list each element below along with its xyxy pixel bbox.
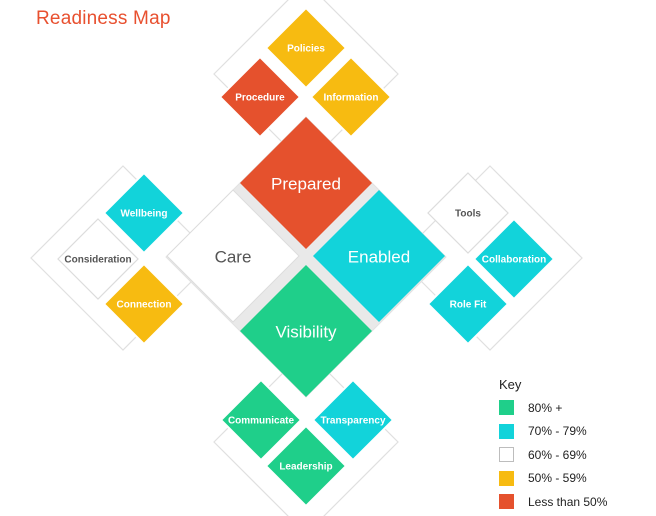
tile-policies-label: Policies <box>287 44 325 55</box>
legend-swatch-white <box>499 447 514 463</box>
page-title: Readiness Map <box>36 8 171 29</box>
tile-consideration <box>57 218 139 300</box>
tile-procedure-label: Procedure <box>235 93 285 104</box>
tile-connection <box>102 262 186 346</box>
center-tile-visibility-label: Visibility <box>275 323 337 342</box>
legend-swatch-red <box>499 494 514 510</box>
tile-wellbeing <box>102 171 186 255</box>
legend-label: 70% - 79% <box>528 424 587 439</box>
tile-leadership-label: Leadership <box>279 462 332 473</box>
tile-information-label: Information <box>324 93 379 104</box>
tile-policies <box>264 6 348 90</box>
center-tile-prepared-label: Prepared <box>271 175 341 194</box>
legend-swatch-green <box>499 400 514 416</box>
tile-collaboration <box>472 217 556 301</box>
legend-item: 80% + <box>499 396 607 420</box>
tile-tools <box>427 172 509 254</box>
tile-wellbeing-label: Wellbeing <box>120 209 167 220</box>
center-tile-prepared <box>240 117 372 249</box>
tile-communicate-label: Communicate <box>228 416 295 427</box>
tile-communicate <box>219 378 303 462</box>
tile-role-fit <box>426 262 510 346</box>
center-tile-care-label: Care <box>215 248 252 267</box>
tile-collaboration-label: Collaboration <box>482 255 546 266</box>
tile-transparency-label: Transparency <box>320 416 385 427</box>
legend-item: 60% - 69% <box>499 443 607 467</box>
center-tile-enabled-label: Enabled <box>348 248 410 267</box>
center-tile-enabled <box>313 190 445 322</box>
tile-role-fit-label: Role Fit <box>450 300 487 311</box>
legend-item: 70% - 79% <box>499 420 607 444</box>
tile-leadership <box>264 424 348 508</box>
center-tile-visibility <box>240 265 372 397</box>
legend-item: 50% - 59% <box>499 467 607 491</box>
legend-title: Key <box>499 377 522 392</box>
tile-transparency <box>311 378 395 462</box>
legend-label: 50% - 59% <box>528 471 587 486</box>
legend-label: 60% - 69% <box>528 447 587 462</box>
tile-tools-label: Tools <box>455 209 481 220</box>
tile-consideration-label: Consideration <box>64 255 131 266</box>
tile-information <box>309 55 393 139</box>
center-tile-care <box>166 189 300 323</box>
legend-label: Less than 50% <box>528 494 608 509</box>
legend-swatch-yellow <box>499 470 514 486</box>
legend-item: Less than 50% <box>499 490 607 514</box>
tile-procedure <box>218 55 302 139</box>
legend-swatch-cyan <box>499 423 514 439</box>
legend: Key 80% + 70% - 79% 60% - 69% 50% - 59% … <box>499 377 607 514</box>
tile-connection-label: Connection <box>117 300 172 311</box>
legend-label: 80% + <box>528 400 563 415</box>
